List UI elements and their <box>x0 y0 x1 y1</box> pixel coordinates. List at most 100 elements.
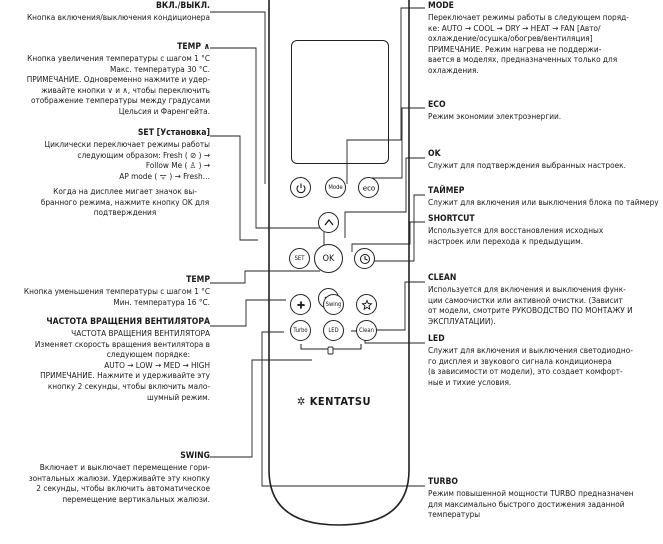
eco-line: Режим экономии электроэнергии. <box>428 111 562 121</box>
clean-block: CLEAN Используется для включения и выклю… <box>428 273 663 326</box>
temp-up-line: Кнопка увеличения температуры с шагом 1 … <box>27 53 210 63</box>
led-block: LED Служит для включения и выключения св… <box>428 334 663 387</box>
turbo-title: TURBO <box>428 477 458 487</box>
turbo-block: TURBO Режим повышенной мощности TURBO пр… <box>428 477 663 520</box>
set-title: SET [Установка] <box>137 128 210 138</box>
temp-down-line: Кнопка уменьшения температуры с шагом 1 … <box>23 286 210 296</box>
shortcut-button[interactable] <box>356 294 377 315</box>
fan-block: ЧАСТОТА ВРАЩЕНИЯ ВЕНТИЛЯТОРА ЧАСТОТА ВРА… <box>0 317 210 402</box>
fan-line: Изменяет скорость вращения вентилятора в <box>34 338 210 349</box>
power-button[interactable] <box>290 177 311 198</box>
eco-block: ECO Режим экономии электроэнергии. <box>428 100 663 122</box>
turbo-button-label: Turbo <box>293 327 308 334</box>
ok-button[interactable]: OK <box>314 244 343 273</box>
timer-block: ТАЙМЕР Служит для включения или выключен… <box>428 186 663 208</box>
mode-line: ПРИМЕЧАНИЕ. Режим нагрева не поддержи- <box>428 43 602 54</box>
fan-line: шумный режим. <box>147 391 210 402</box>
clock-icon <box>359 253 370 264</box>
set-line: следующим образом: Fresh ( ⊘ ) → <box>77 149 210 160</box>
mode-block: MODE Переключает режимы работы в следующ… <box>428 1 663 76</box>
shortcut-block: SHORTCUT Используется для восстановления… <box>428 214 663 246</box>
fan-line: ПРИМЕЧАНИЕ. Нажмите и удерживайте эту <box>40 370 210 381</box>
swing-block: SWING Включает и выключает перемещение г… <box>0 451 210 504</box>
swing-button[interactable]: Swing <box>323 294 344 315</box>
clean-line: ЭКСПЛУАТАЦИИ). <box>428 315 496 326</box>
remote-control <box>241 0 437 544</box>
swing-line: Включает и выключает перемещение гори- <box>39 462 210 472</box>
temp-up-line: отображение температуры между градусами <box>30 95 210 106</box>
eco-icon: eco <box>362 184 374 192</box>
temp-down-title: TEMP <box>186 275 210 285</box>
eco-title: ECO <box>428 100 446 110</box>
svg-text:eco: eco <box>362 184 374 192</box>
clean-title: CLEAN <box>428 273 457 283</box>
mode-line: ке: AUTO → COOL → DRY → HEAT → FAN [Авто… <box>428 22 601 33</box>
temp-up-button[interactable] <box>318 212 339 233</box>
turbo-line: для максимально быстрого достижения зада… <box>428 498 625 509</box>
temp-up-block: TEMP ∧ Кнопка увеличения температуры с ш… <box>0 42 210 117</box>
clean-line: ции самоочистки или активной очистки. (З… <box>428 294 623 305</box>
led-line: го дисплея и звукового сигнала кондицион… <box>428 355 612 366</box>
clean-button[interactable]: Clean <box>356 320 377 341</box>
fan-title: ЧАСТОТА ВРАЩЕНИЯ ВЕНТИЛЯТОРА <box>46 317 210 327</box>
fan-line: ЧАСТОТА ВРАЩЕНИЯ ВЕНТИЛЯТОРА <box>71 328 210 338</box>
set-button-label: SET <box>294 255 305 262</box>
swing-line: перемещение вертикальных жалюзи. <box>62 493 210 504</box>
swing-button-label: Swing <box>325 301 342 308</box>
led-line: (в зависимости от модели), это создает к… <box>428 366 623 377</box>
brand-logo: ✲ KENTATSU <box>297 395 371 408</box>
turbo-line: Режим повышенной мощности TURBO предназн… <box>428 488 634 498</box>
temp-up-line: Макс. температура 30 °C. <box>109 63 210 74</box>
mode-line: вается в моделях, предназначенных только… <box>428 54 618 65</box>
fan-line: следующем порядке: <box>106 349 190 360</box>
temp-up-line: живайте кнопки ∨ и ∧, чтобы переключить <box>41 84 210 95</box>
swing-line: зонтальных жалюзи. Удерживайте эту кнопк… <box>28 472 210 483</box>
swing-title: SWING <box>180 451 210 461</box>
set-note-block: Когда на дисплее мигает значок вы- бранн… <box>40 186 210 218</box>
ok-line: Служит для подтверждения выбранных настр… <box>428 160 626 170</box>
temp-down-line: Мин. температура 16 °C. <box>113 296 210 307</box>
led-line: Служит для включения и выключения светод… <box>428 345 633 355</box>
mode-line: охлаждение/осушка/обогрев/вентиляция] <box>428 33 593 44</box>
temp-up-line: Цельсия и Фаренгейта. <box>118 105 210 116</box>
led-title: LED <box>428 334 445 344</box>
brand-name: KENTATSU <box>309 395 372 408</box>
swing-line: 2 секунды, чтобы включить автоматическое <box>36 483 210 494</box>
mode-button[interactable]: Mode <box>325 177 346 198</box>
temp-up-title: TEMP ∧ <box>177 42 210 52</box>
led-button[interactable]: LED <box>323 320 344 341</box>
mode-line: охлаждения. <box>428 64 479 75</box>
lock-icon <box>327 346 334 355</box>
led-line: ные и тихие условия. <box>428 376 512 387</box>
display-screen <box>291 40 389 164</box>
set-line: Follow Me ( ♙ ) → <box>145 160 210 171</box>
ok-title: OK <box>428 149 441 159</box>
mode-title: MODE <box>428 1 454 11</box>
shortcut-title: SHORTCUT <box>428 214 475 224</box>
star-icon <box>360 298 373 310</box>
timer-button[interactable] <box>354 248 375 269</box>
timer-line: Служит для включения или выключения блок… <box>428 197 659 207</box>
power-icon <box>295 183 306 193</box>
brand-mark-icon: ✲ <box>297 395 306 408</box>
onoff-block: ВКЛ./ВЫКЛ. Кнопка включения/выключения к… <box>0 1 210 23</box>
fan-speed-button[interactable] <box>290 294 311 315</box>
eco-button[interactable]: eco <box>358 177 379 198</box>
set-line: AP mode ( ᯤ ) → Fresh… <box>119 170 210 181</box>
clean-line: Используется для включения и выключения … <box>428 284 626 294</box>
fan-line: кнопку 2 секунды, чтобы включить мало- <box>47 380 210 391</box>
set-button[interactable]: SET <box>289 248 310 269</box>
set-note-line: Когда на дисплее мигает значок вы- <box>53 186 197 196</box>
mode-button-label: Mode <box>328 184 343 191</box>
shortcut-line: Используется для восстановления исходных <box>428 225 604 235</box>
set-block: SET [Установка] Циклически переключает р… <box>0 128 210 181</box>
turbo-button[interactable]: Turbo <box>290 320 311 341</box>
turbo-line: температуры <box>428 509 481 520</box>
temp-down-block: TEMP Кнопка уменьшения температуры с шаг… <box>0 275 210 307</box>
set-note-line: подтверждения <box>93 207 157 218</box>
ok-block: OK Служит для подтверждения выбранных на… <box>428 149 663 171</box>
clean-button-label: Clean <box>359 327 374 334</box>
combo-bracket <box>300 344 362 355</box>
fan-icon <box>296 300 305 309</box>
set-line: Циклически переключает режимы работы <box>44 139 210 149</box>
